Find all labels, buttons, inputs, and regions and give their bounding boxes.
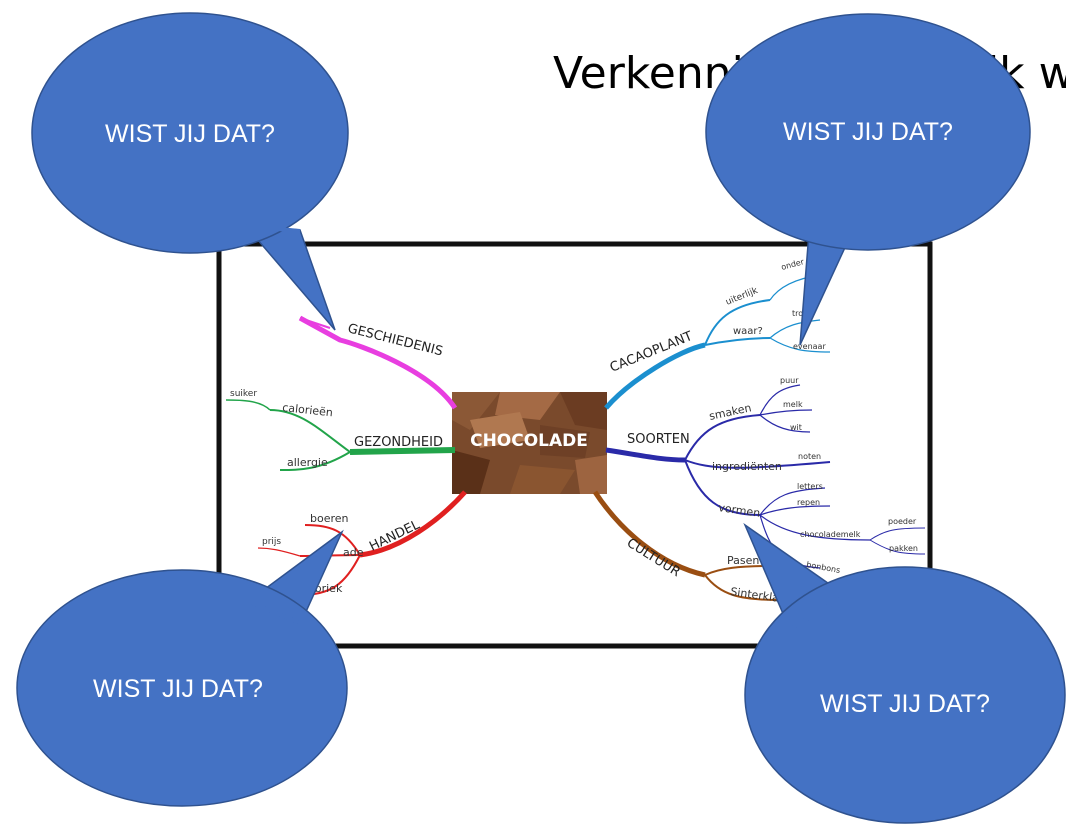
branch-soorten: SOORTEN smaken ingrediënten vormen puur … <box>605 376 926 575</box>
leaf-chocolademelk: chocolademelk <box>800 530 861 539</box>
leaf-prijs: prijs <box>262 537 281 547</box>
leaf-boeren: boeren <box>310 512 349 525</box>
leaf-calorieen: calorieën <box>282 401 334 419</box>
branch-label-gezondheid: GEZONDHEID <box>354 435 443 450</box>
leaf-evenaar: evenaar <box>793 342 826 351</box>
leaf-vormen: vormen <box>718 501 761 520</box>
callout-text: WIST JIJ DAT? <box>105 120 275 148</box>
callout-text: WIST JIJ DAT? <box>820 690 990 718</box>
callout-text: WIST JIJ DAT? <box>93 675 263 703</box>
leaf-suiker: suiker <box>230 389 257 399</box>
leaf-ingredienten: ingrediënten <box>712 460 782 473</box>
leaf-repen: repen <box>797 498 820 507</box>
callout-bottom-left[interactable]: WIST JIJ DAT? <box>16 529 348 807</box>
branch-label-soorten: SOORTEN <box>627 432 690 447</box>
leaf-pasen: Pasen <box>727 554 759 567</box>
branch-gezondheid: GEZONDHEID calorieën allergie suiker <box>225 389 456 471</box>
leaf-letters: letters <box>797 482 823 491</box>
leaf-waar: waar? <box>733 326 763 337</box>
leaf-handel-partial: ade <box>343 546 364 559</box>
leaf-melk: melk <box>783 400 803 409</box>
leaf-allergie: allergie <box>287 456 328 469</box>
callout-top-right[interactable]: WIST JIJ DAT? <box>705 13 1031 346</box>
mindmap-center-label: CHOCOLADE <box>470 431 588 451</box>
callout-text: WIST JIJ DAT? <box>783 118 953 146</box>
leaf-tro: tro <box>792 309 803 318</box>
mindmap-center: CHOCOLADE <box>452 392 607 494</box>
leaf-wit: wit <box>790 423 802 432</box>
leaf-pakken: pakken <box>889 544 918 553</box>
callout-top-left[interactable]: WIST JIJ DAT? <box>31 12 349 331</box>
callout-bottom-right[interactable]: WIST JIJ DAT? <box>743 522 1066 824</box>
leaf-poeder: poeder <box>888 517 917 526</box>
leaf-noten: noten <box>798 452 821 461</box>
leaf-puur: puur <box>780 376 799 385</box>
